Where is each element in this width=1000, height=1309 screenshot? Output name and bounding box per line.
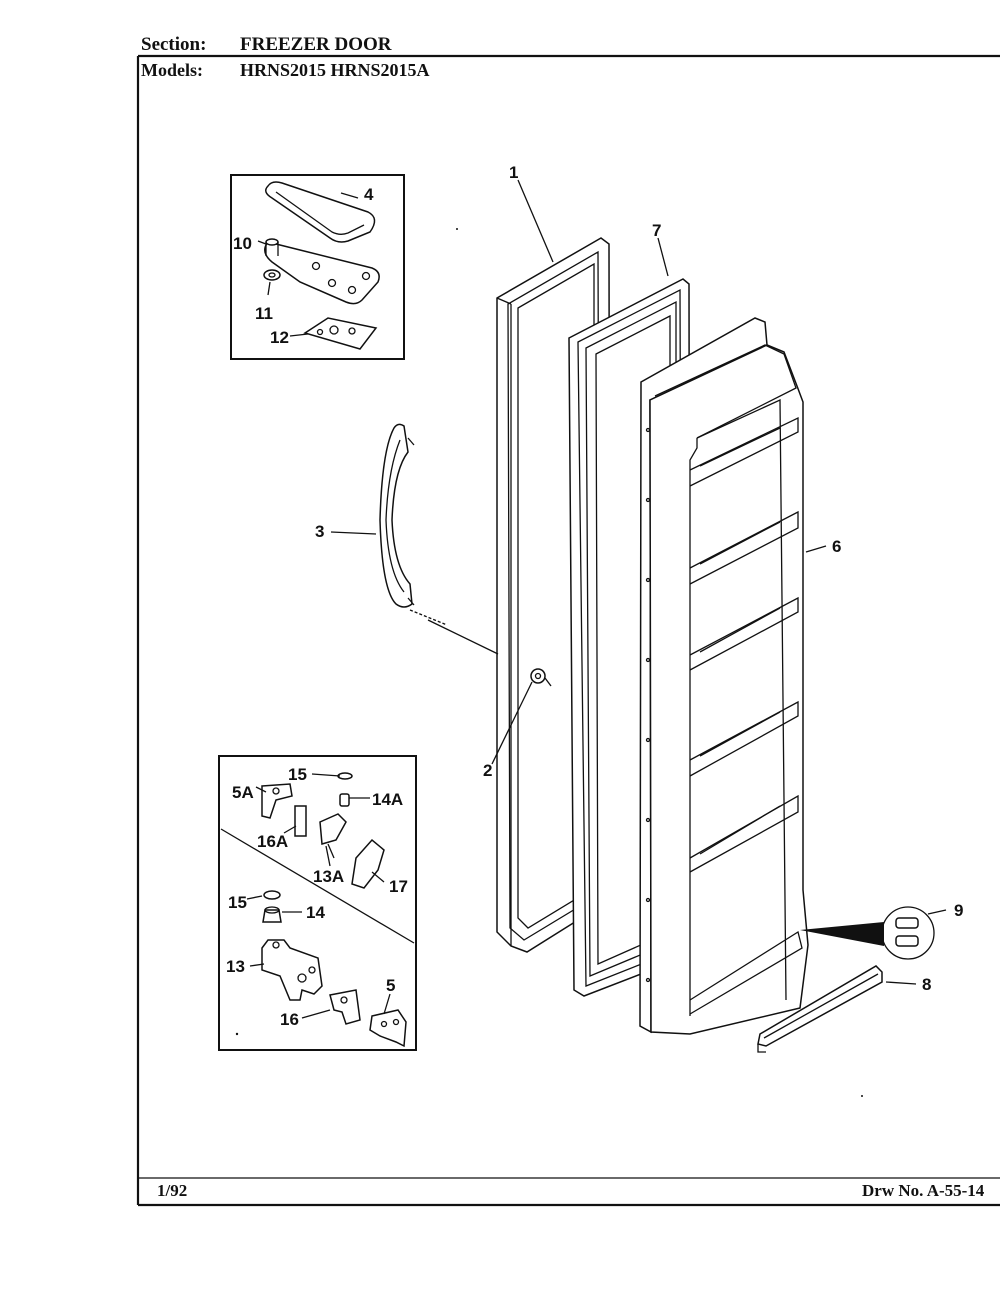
callout-11: 11 xyxy=(255,304,273,323)
footer-date: 1/92 xyxy=(157,1181,188,1200)
top-hinge-inset xyxy=(230,174,405,360)
door-handle xyxy=(379,423,448,626)
callout-5: 5 xyxy=(386,976,395,995)
callout-5A: 5A xyxy=(232,783,254,802)
liner-screw-marks xyxy=(645,427,651,983)
models-label: Models: xyxy=(141,60,203,80)
callout-2: 2 xyxy=(483,761,492,780)
leader-lines xyxy=(246,179,947,1019)
hinge-cover xyxy=(265,181,376,243)
callout-13A: 13A xyxy=(313,867,344,886)
callout-16: 16 xyxy=(280,1010,299,1029)
callout-15-lower: 15 xyxy=(228,893,247,912)
section-title: FREEZER DOOR xyxy=(240,34,392,55)
page-frame xyxy=(136,54,1000,1207)
drawing-number: Drw No. A-55-14 xyxy=(862,1181,985,1200)
top-hinge-plate xyxy=(264,241,380,305)
callout-8: 8 xyxy=(922,975,931,994)
callout-7: 7 xyxy=(652,221,661,240)
hinge-shim xyxy=(303,317,378,350)
callout-17: 17 xyxy=(389,877,408,896)
shelf-lines xyxy=(689,416,803,1015)
callout-14A: 14A xyxy=(372,790,403,809)
bottom-trim-strip xyxy=(757,965,883,1053)
callout-4: 4 xyxy=(364,185,374,204)
bottom-hinge-bracket xyxy=(261,939,323,1001)
callout-1: 1 xyxy=(509,163,518,182)
models-list: HRNS2015 HRNS2015A xyxy=(240,60,430,80)
callout-10: 10 xyxy=(233,234,252,253)
callout-12: 12 xyxy=(270,328,289,347)
bottom-hinge-inset xyxy=(218,755,417,1051)
callout-9: 9 xyxy=(954,901,963,920)
callout-3: 3 xyxy=(315,522,324,541)
callout-labels: 1 7 4 10 11 12 3 6 2 9 8 15 5A 14A 16A 1… xyxy=(226,163,963,1029)
section-label: Section: xyxy=(141,34,207,55)
inner-door-liner xyxy=(639,317,809,1035)
callout-16A: 16A xyxy=(257,832,288,851)
callout-13: 13 xyxy=(226,957,245,976)
shelf-clip xyxy=(800,906,935,960)
callout-15-upper: 15 xyxy=(288,765,307,784)
callout-6: 6 xyxy=(832,537,841,556)
callout-14: 14 xyxy=(306,903,325,922)
